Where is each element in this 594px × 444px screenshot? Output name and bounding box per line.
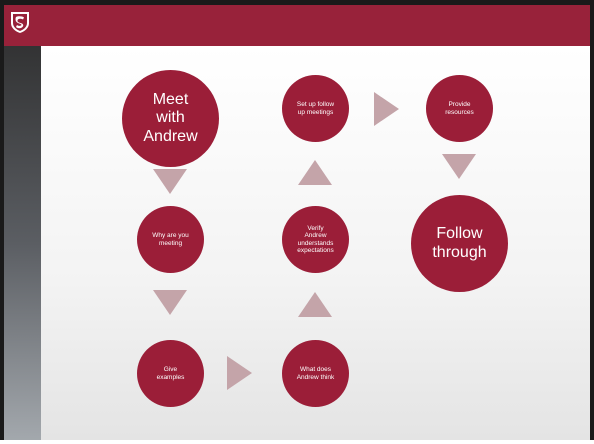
logo-icon [11,12,29,33]
slide-content: Meet with Andrew Why are you meeting Giv… [41,46,590,440]
arrow-up-1 [298,292,332,317]
arrow-down-1 [153,169,187,194]
node-give-examples: Give examples [137,340,204,407]
node-set-up-follow-up-meetings: Set up follow up meetings [282,75,349,142]
arrow-down-2 [153,290,187,315]
node-provide-resources: Provide resources [426,75,493,142]
node-why-are-you-meeting: Why are you meeting [137,206,204,273]
left-accent-bar [4,5,41,440]
node-meet-with-andrew: Meet with Andrew [122,70,219,167]
arrow-down-3 [442,154,476,179]
arrow-right-2 [374,92,399,126]
arrow-up-2 [298,160,332,185]
header-bar [4,5,590,46]
node-what-does-andrew-think: What does Andrew think [282,340,349,407]
node-follow-through: Follow through [411,195,508,292]
arrow-right-1 [227,356,252,390]
node-verify-andrew-understands: Verify Andrew understands expectations [282,206,349,273]
